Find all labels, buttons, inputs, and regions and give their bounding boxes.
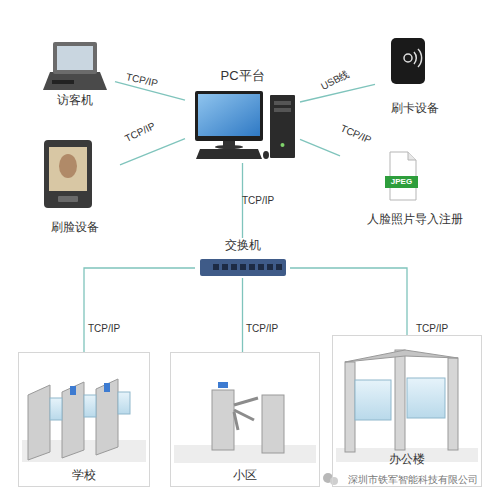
- switch-port: [231, 264, 237, 270]
- card-reader: [391, 38, 425, 84]
- reader-waves: [414, 49, 422, 67]
- node-label: 刷卡设备: [391, 101, 439, 115]
- turnstile-arm: [234, 412, 238, 430]
- node-label: 办公楼: [389, 452, 425, 466]
- face-device-panel: [58, 196, 78, 202]
- platform-node: PC平台: [185, 68, 300, 163]
- swing-post: [395, 350, 405, 450]
- device-node: 刷脸设备: [30, 132, 120, 234]
- pc-drive: [274, 108, 291, 112]
- switch-port: [240, 264, 246, 270]
- device-node: 人脸照片导入注册: [340, 148, 490, 226]
- terminal-screen: [57, 46, 93, 70]
- monitor-screen: [198, 94, 260, 136]
- pc-led: [281, 143, 285, 147]
- network-link: [242, 278, 243, 352]
- device-node: 刷卡设备: [375, 35, 455, 115]
- file-fold: [408, 152, 416, 160]
- node-label: 学校: [72, 468, 96, 482]
- node-label: 刷脸设备: [51, 220, 99, 234]
- edge-label: TCP/IP: [88, 323, 120, 334]
- face-image: [59, 154, 77, 178]
- pc-drive: [274, 101, 291, 105]
- edge-label: TCP/IP: [246, 323, 278, 334]
- terminal-base: [43, 72, 107, 90]
- edge-label: TCP/IP: [416, 323, 448, 334]
- file-type: JPEG: [391, 178, 412, 187]
- swing-top: [345, 350, 458, 362]
- gate-reader: [70, 386, 76, 395]
- node-label: PC平台: [220, 68, 264, 84]
- edge-label: TCP/IP: [242, 195, 274, 206]
- device-node: 访客机: [35, 35, 115, 107]
- swing-post: [345, 362, 355, 452]
- turnstile-arm: [234, 398, 258, 405]
- keyboard: [196, 149, 262, 159]
- mouse: [263, 151, 269, 159]
- gate-wing: [84, 395, 96, 417]
- node-label: 人脸照片导入注册: [367, 212, 463, 226]
- network-link: [300, 84, 375, 102]
- watermark: 深圳市铁军智能科技有限公司: [348, 474, 478, 485]
- edge-label: USB线: [319, 68, 351, 92]
- edge-label: TCP/IP: [123, 120, 157, 144]
- network-link: [290, 268, 407, 335]
- file-band: [385, 176, 418, 188]
- edge-label: TCP/IP: [339, 122, 373, 145]
- site-panel: 办公楼: [332, 335, 482, 487]
- switch-node: 交换机: [195, 238, 290, 278]
- switch-port: [267, 264, 273, 270]
- gate-reader: [104, 383, 110, 392]
- swing-post: [448, 358, 458, 450]
- turnstile-post: [262, 395, 284, 453]
- monitor-foot: [215, 145, 243, 149]
- gate-wing: [50, 398, 62, 420]
- switch-body: [200, 259, 286, 276]
- switch-port: [249, 264, 255, 270]
- turnstile-arm: [234, 410, 254, 420]
- face-device-screen: [49, 147, 87, 191]
- face-device-body: [44, 140, 92, 208]
- site-panel: 小区: [170, 352, 320, 487]
- reader-symbol: [404, 54, 412, 62]
- gate-wing: [118, 392, 130, 414]
- monitor-frame: [195, 91, 263, 141]
- gate-cabinet: [62, 382, 84, 458]
- node-label: 访客机: [57, 93, 93, 107]
- gate-cabinet: [96, 379, 118, 455]
- floor: [174, 445, 316, 463]
- terminal-frame: [53, 42, 97, 74]
- gate-cabinet: [28, 385, 50, 460]
- turnstile-reader: [218, 382, 228, 388]
- switch-port: [222, 264, 228, 270]
- switch-port: [258, 264, 264, 270]
- switch-port: [276, 264, 282, 270]
- node-label: 小区: [233, 468, 257, 482]
- pc-tower: [270, 95, 295, 158]
- network-link: [84, 268, 195, 352]
- switch-port: [213, 264, 219, 270]
- swing-wing: [407, 378, 445, 418]
- turnstile-post: [212, 390, 234, 450]
- site-panel: 学校: [18, 352, 150, 487]
- swing-wing: [355, 380, 391, 420]
- terminal-slot: [52, 80, 74, 84]
- network-link: [300, 139, 340, 156]
- node-label: 交换机: [225, 238, 261, 252]
- edge-label: TCP/IP: [125, 71, 159, 88]
